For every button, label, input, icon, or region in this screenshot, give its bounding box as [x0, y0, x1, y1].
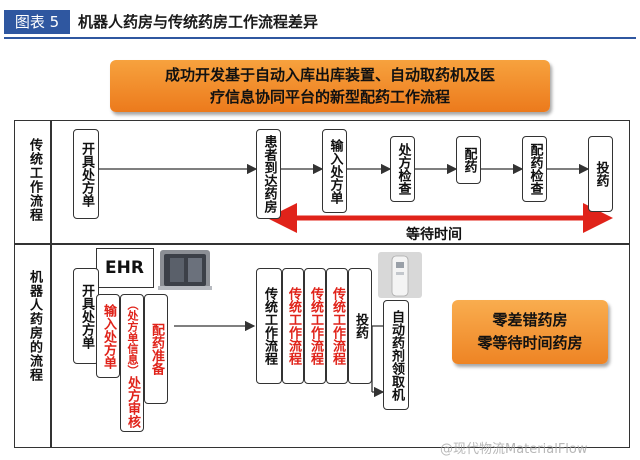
- wait-time-label: 等待时间: [406, 227, 462, 243]
- banner-line-1: 成功开发基于自动入库出库装置、自动取药机及医: [164, 66, 495, 84]
- robot-machine-icon: [158, 250, 212, 290]
- result-callout: 零差错药房 零等待时间药房: [452, 300, 608, 364]
- trad-step-deliver: 投药: [588, 136, 613, 212]
- header-divider: [4, 37, 636, 39]
- robot-step-traditional-2: 传统工作流程: [304, 268, 326, 384]
- traditional-row-label: 传统工作流程: [27, 138, 42, 222]
- robot-step-auto-pickup: 自动药剂领取机: [383, 300, 409, 410]
- robot-step-deliver: 投药: [348, 268, 372, 384]
- summary-banner: 成功开发基于自动入库出库装置、自动取药机及医 疗信息协同平台的新型配药工作流程: [110, 60, 550, 112]
- robot-step-traditional-3: 传统工作流程: [326, 268, 348, 384]
- banner-line-2: 疗信息协同平台的新型配药工作流程: [209, 88, 450, 106]
- row-divider: [14, 243, 630, 245]
- result-line-2: 零等待时间药房: [477, 334, 583, 352]
- trad-step-input: 输入处方单: [322, 129, 347, 213]
- comparison-frame: [14, 120, 630, 448]
- watermark: @现代物流MaterialFlow: [440, 442, 588, 457]
- robot-row-label: 机器人药房的流程: [27, 270, 42, 382]
- trad-step-check: 处方检查: [390, 136, 415, 202]
- robot-step-review: 处方审核 （处方单信息）: [120, 294, 144, 432]
- trad-step-dispense-prep: 配药: [456, 136, 481, 184]
- trad-step-patient-arrives: 患者到达药房: [256, 129, 281, 219]
- robot-step-review-note: （处方单信息）: [126, 298, 139, 376]
- ehr-box: EHR: [96, 248, 154, 288]
- label-column-divider: [50, 120, 52, 448]
- figure-title: 机器人药房与传统药房工作流程差异: [78, 13, 319, 31]
- robot-step-prep: 配药准备: [144, 294, 168, 404]
- result-line-1: 零差错药房: [492, 311, 568, 329]
- robot-step-input: 输入处方单: [96, 294, 120, 378]
- robot-step-traditional-1: 传统工作流程: [282, 268, 304, 384]
- figure-tag: 图表 5: [4, 10, 70, 34]
- trad-step-prescribe: 开具处方单: [73, 129, 99, 219]
- robot-step-prescribe: 开具处方单: [73, 268, 99, 364]
- trad-step-dispense-check: 配药检查: [522, 136, 547, 202]
- pickup-kiosk-icon: [378, 252, 422, 298]
- robot-step-traditional: 传统工作流程: [256, 268, 282, 384]
- robot-step-review-label: 处方审核: [125, 375, 140, 428]
